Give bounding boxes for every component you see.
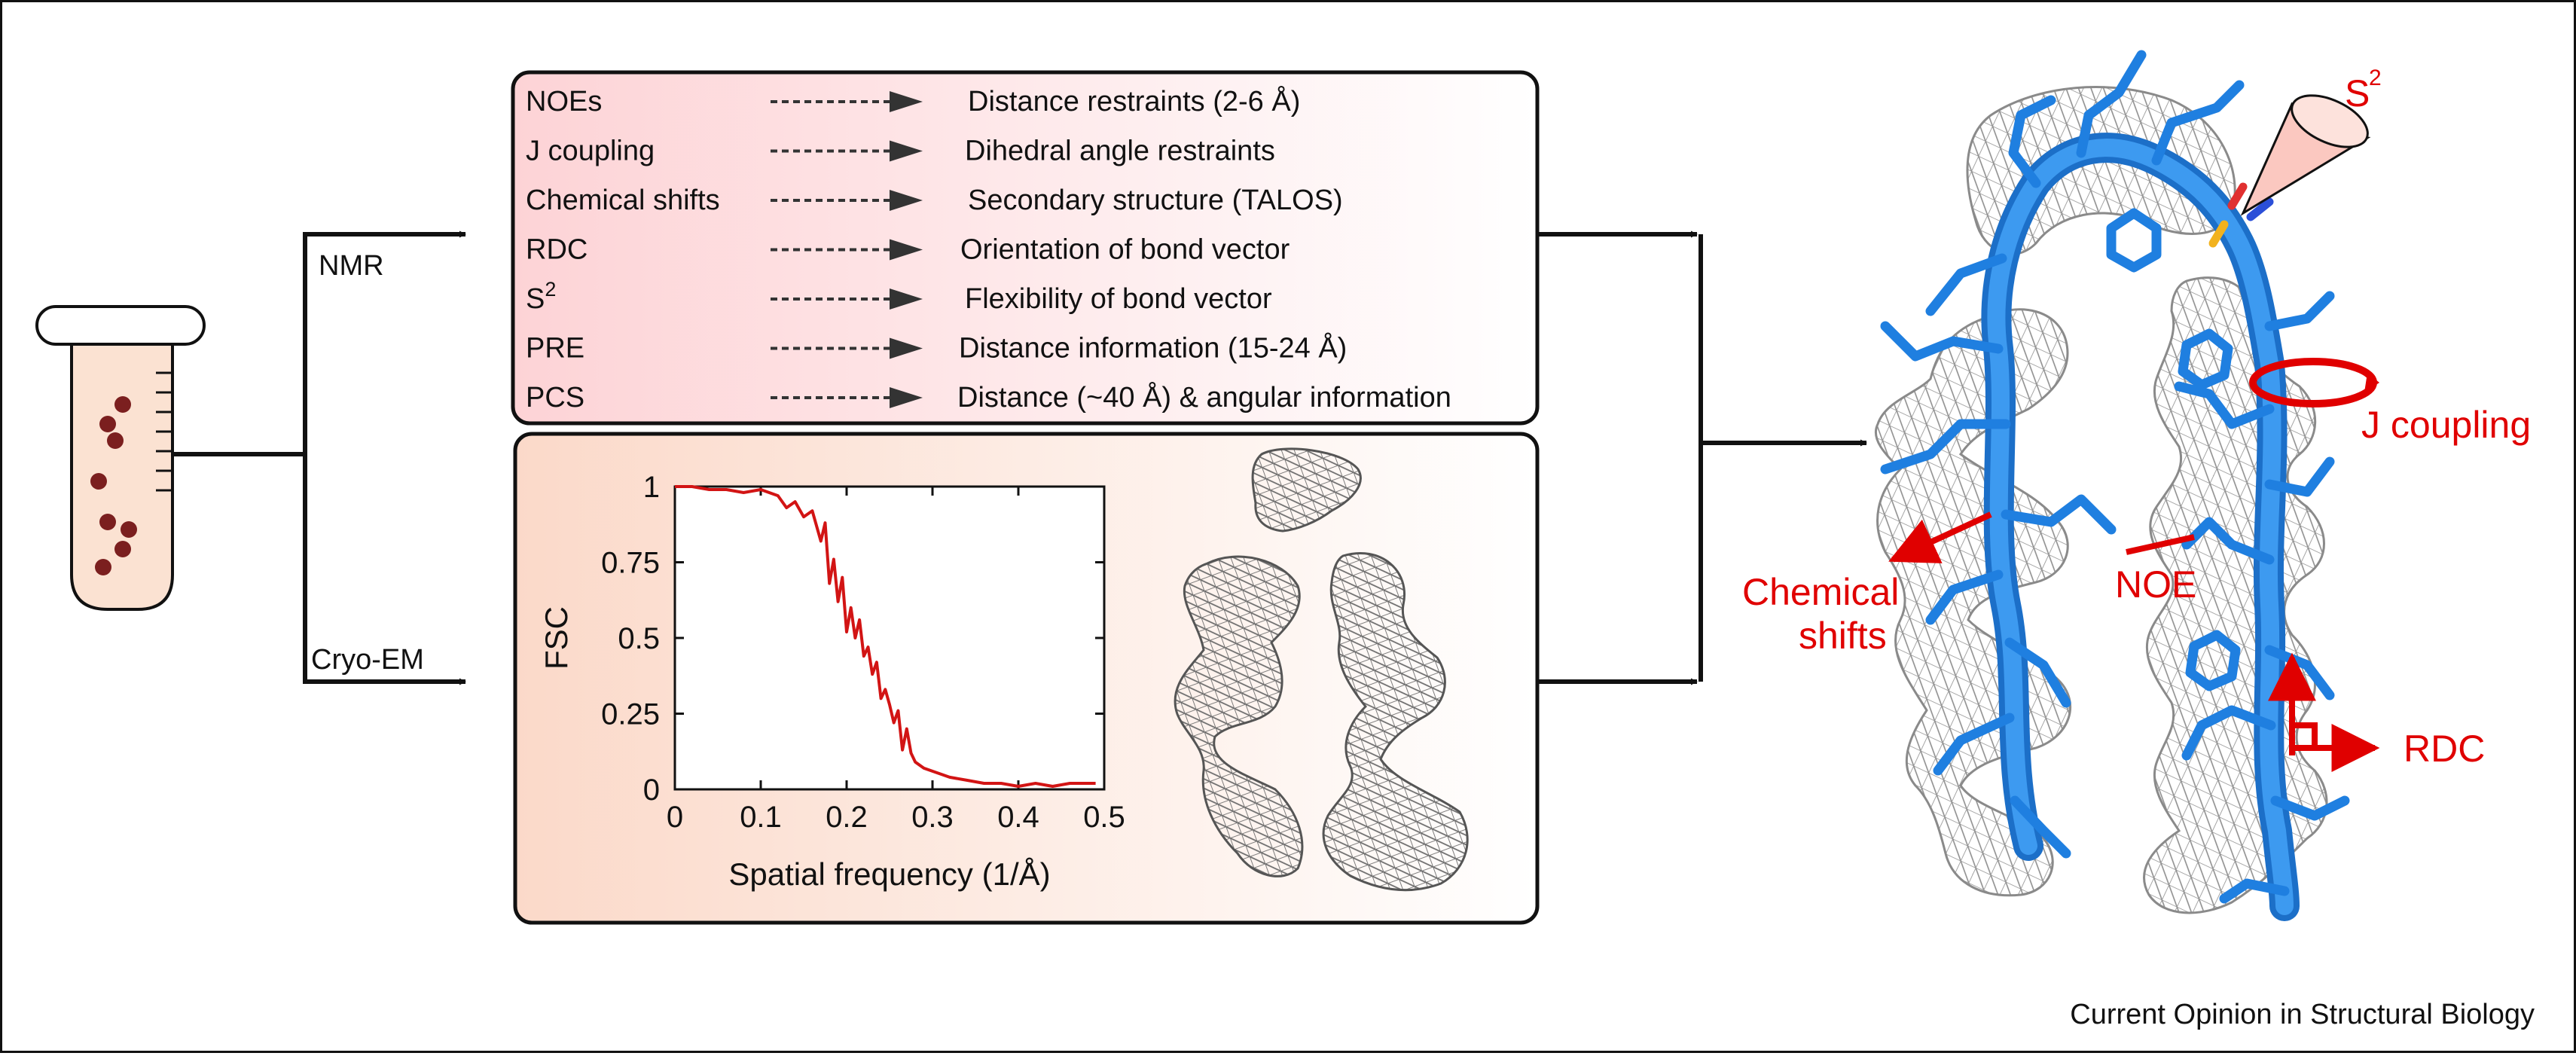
right-connectors xyxy=(1537,230,1867,685)
nmr-method-0: NOEs xyxy=(526,86,602,117)
j-coupling-rotation-icon xyxy=(2249,358,2379,407)
nmr-method-2: Chemical shifts xyxy=(526,185,720,216)
nmr-method-superscript-4: 2 xyxy=(545,278,556,301)
nmr-method-5: PRE xyxy=(526,333,584,365)
fsc-y-tick-label-3: 0.75 xyxy=(601,547,660,580)
heteroatom-sticks xyxy=(2208,182,2274,248)
fsc-x-tick-label-3: 0.3 xyxy=(911,801,954,834)
protein-structure: S 2 J coupling Chemical shifts NOE RDC xyxy=(1742,50,2531,921)
chemical-shifts-arrow xyxy=(1888,511,1992,563)
fsc-x-tick-label-2: 0.2 xyxy=(826,801,868,834)
side-chains xyxy=(1880,50,2350,904)
nmr-result-3: Orientation of bond vector xyxy=(960,234,1290,266)
fsc-y-tick-label-1: 0.25 xyxy=(601,698,660,731)
s2-label: S xyxy=(2345,72,2370,114)
fsc-x-tick-label-5: 0.5 xyxy=(1083,801,1125,834)
nmr-methods-panel: NOEs Distance restraints (2-6 Å) J couplin… xyxy=(511,70,1540,426)
nmr-method-3: RDC xyxy=(526,234,588,266)
nmr-arrowhead-5 xyxy=(890,337,923,359)
nmr-result-1: Dihedral angle restraints xyxy=(965,136,1275,167)
journal-credit: Current Opinion in Structural Biology xyxy=(2070,999,2535,1030)
fsc-y-tick-label-2: 0.5 xyxy=(618,622,660,655)
nmr-method-1: J coupling xyxy=(526,136,655,167)
sample-tube-icon xyxy=(35,305,206,611)
rdc-label: RDC xyxy=(2404,728,2485,770)
nmr-result-4: Flexibility of bond vector xyxy=(965,283,1272,315)
rdc-vector-icon xyxy=(2268,652,2380,772)
fsc-y-axis-label: FSC xyxy=(539,606,574,670)
fsc-plot-area xyxy=(673,485,1106,791)
fsc-x-tick-label-0: 0 xyxy=(667,801,683,834)
s2-cone-icon xyxy=(2240,94,2371,216)
nmr-arrowhead-0 xyxy=(890,91,923,112)
nmr-result-6: Distance (~40 Å) & angular information xyxy=(957,380,1451,414)
noe-line xyxy=(2126,534,2195,555)
noe-label: NOE xyxy=(2115,563,2196,606)
cryo-em-branch-label: Cryo-EM xyxy=(311,644,424,676)
chemical-shifts-label-line1: Chemical xyxy=(1742,571,1899,613)
nmr-arrowhead-1 xyxy=(890,140,923,162)
j-coupling-label: J coupling xyxy=(2361,404,2531,446)
nmr-arrowhead-2 xyxy=(890,190,923,211)
nmr-arrowhead-6 xyxy=(890,387,923,408)
nmr-arrowhead-4 xyxy=(890,288,923,310)
s2-superscript: 2 xyxy=(2369,66,2382,90)
fsc-x-tick-label-4: 0.4 xyxy=(997,801,1039,834)
fsc-x-tick-label-1: 0.1 xyxy=(740,801,782,834)
nmr-method-6: PCS xyxy=(526,382,584,414)
nmr-branch-label: NMR xyxy=(319,250,384,282)
fsc-y-tick-label-4: 1 xyxy=(643,471,660,504)
fsc-x-axis-label: Spatial frequency (1/Å) xyxy=(728,856,1050,892)
cryo-em-density-map xyxy=(1174,447,1469,892)
left-connectors xyxy=(172,230,466,685)
fsc-curve xyxy=(675,485,1096,788)
nmr-arrowhead-3 xyxy=(890,239,923,261)
fsc-y-tick-label-0: 0 xyxy=(643,774,660,807)
nmr-result-5: Distance information (15-24 Å) xyxy=(959,331,1347,365)
nmr-result-0: Distance restraints (2-6 Å) xyxy=(968,84,1300,117)
chemical-shifts-label-line2: shifts xyxy=(1799,615,1887,657)
nmr-result-2: Secondary structure (TALOS) xyxy=(968,185,1343,216)
